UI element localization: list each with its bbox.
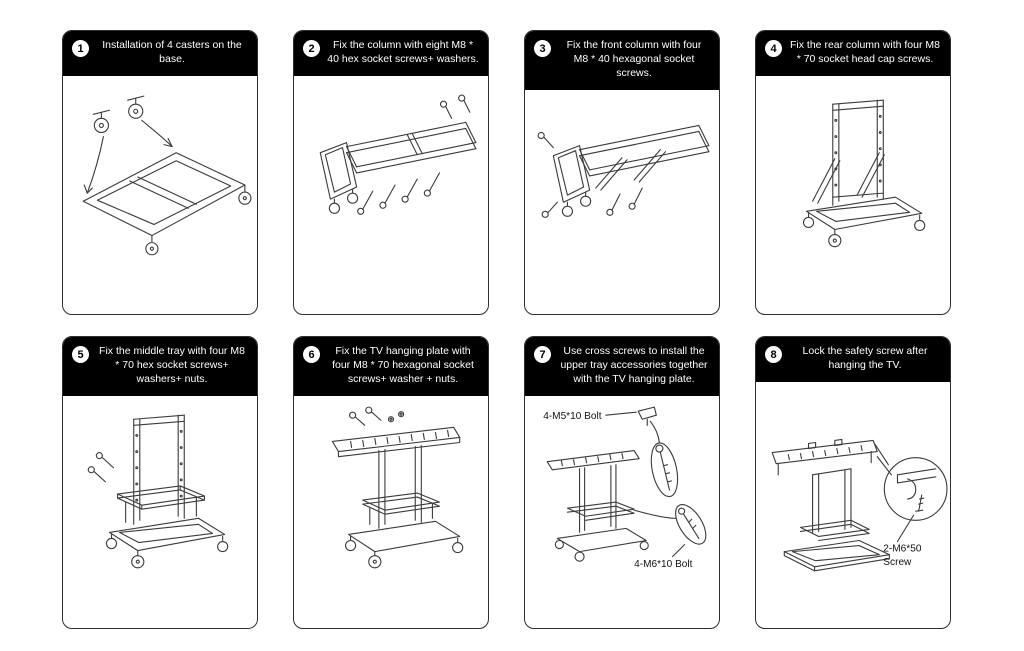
step-number-badge-7: 7 <box>534 346 551 363</box>
step-number-badge-2: 2 <box>303 40 320 57</box>
step-instruction-6: Fix the TV hanging plate with four M8 * … <box>332 345 474 385</box>
step-illustration-1 <box>63 76 257 314</box>
bracket-part <box>605 406 657 426</box>
rear-column-frame <box>832 99 884 206</box>
step-illustration-7: 4-M5*10 Bolt <box>525 396 719 628</box>
annotation-m5-bolt-label: 4-M5*10 Bolt <box>543 411 602 422</box>
step-instruction-3: Fix the front column with four M8 * 40 h… <box>566 39 702 79</box>
detached-caster-1 <box>92 109 111 133</box>
annotation-safety-screw-line2: Screw <box>883 556 912 567</box>
upper-tray-accessories-drawing: 4-M5*10 Bolt <box>543 406 707 569</box>
rear-column-upright-drawing <box>802 99 926 247</box>
safety-screw-drawing: 2-M6*50 Screw <box>771 438 948 572</box>
step-number-badge-3: 3 <box>534 40 551 57</box>
step-instruction-5: Fix the middle tray with four M8 * 70 he… <box>99 345 245 385</box>
step-illustration-2 <box>294 76 488 314</box>
step-instruction-7: Use cross screws to install the upper tr… <box>560 345 708 385</box>
attached-caster-right <box>238 184 252 205</box>
callout-ellipse-bottom <box>633 503 707 545</box>
stand-assembly <box>771 438 890 572</box>
annotation-m6-bolt-label: 4-M6*10 Bolt <box>634 558 693 569</box>
callout-ellipse-top <box>649 420 679 497</box>
step-number-badge-6: 6 <box>303 346 320 363</box>
middle-tray <box>362 492 441 525</box>
step-header-4: 4 Fix the rear column with four M8 * 70 … <box>756 31 950 76</box>
step-number-badge-8: 8 <box>765 346 782 363</box>
stand-assembly <box>546 449 649 562</box>
magnifier-circle <box>874 443 948 521</box>
column-on-base-drawing <box>319 94 477 215</box>
step-panel-4: 4 Fix the rear column with four M8 * 70 … <box>755 30 951 315</box>
step-header-7: 7 Use cross screws to install the upper … <box>525 337 719 396</box>
step-panel-8: 8 Lock the safety screw after hanging th… <box>755 336 951 629</box>
step-header-6: 6 Fix the TV hanging plate with four M8 … <box>294 337 488 396</box>
middle-tray-drawing <box>87 414 229 568</box>
attached-caster-front <box>145 234 159 256</box>
step-header-1: 1 Installation of 4 casters on the base. <box>63 31 257 76</box>
base-frame <box>82 151 246 236</box>
base-plate <box>319 141 359 214</box>
base-plate <box>552 144 592 217</box>
step-instruction-2: Fix the column with eight M8 * 40 hex so… <box>327 39 479 65</box>
annotation-safety-screw-line1: 2-M6*50 <box>883 543 922 554</box>
middle-tray <box>117 484 206 523</box>
step-number-badge-4: 4 <box>765 40 782 57</box>
base-with-casters-drawing <box>82 95 252 256</box>
install-arrows <box>83 119 173 194</box>
step-instruction-1: Installation of 4 casters on the base. <box>102 39 242 65</box>
step-illustration-4 <box>756 76 950 314</box>
step-panel-2: 2 Fix the column with eight M8 * 40 hex … <box>293 30 489 315</box>
casters <box>105 533 229 568</box>
support-braces <box>595 148 667 191</box>
hanging-plate <box>331 426 461 457</box>
step-instruction-4: Fix the rear column with four M8 * 70 so… <box>790 39 940 65</box>
tv-hanging-plate-drawing <box>331 406 464 568</box>
step-header-5: 5 Fix the middle tray with four M8 * 70 … <box>63 337 257 396</box>
step-number-badge-5: 5 <box>72 346 89 363</box>
step-panel-5: 5 Fix the middle tray with four M8 * 70 … <box>62 336 258 629</box>
detached-caster-2 <box>127 95 145 119</box>
step-illustration-3 <box>525 90 719 314</box>
step-illustration-8: 2-M6*50 Screw <box>756 382 950 628</box>
annotation-leader-line <box>896 514 915 542</box>
base-frame <box>348 520 461 552</box>
casters <box>344 535 464 568</box>
column-frame <box>345 121 477 174</box>
step-header-2: 2 Fix the column with eight M8 * 40 hex … <box>294 31 488 76</box>
step-illustration-6 <box>294 396 488 628</box>
base-frame <box>108 517 226 551</box>
front-column-drawing <box>537 124 710 218</box>
step-header-8: 8 Lock the safety screw after hanging th… <box>756 337 950 382</box>
step-instruction-8: Lock the safety screw after hanging the … <box>802 345 928 371</box>
step-illustration-5 <box>63 396 257 628</box>
hex-screws <box>87 451 115 483</box>
base-frame <box>805 196 923 230</box>
step-header-3: 3 Fix the front column with four M8 * 40… <box>525 31 719 90</box>
hex-screws <box>357 94 471 215</box>
screws-and-washers <box>349 406 405 426</box>
casters <box>802 212 926 247</box>
column-posts <box>378 444 422 529</box>
step-panel-6: 6 Fix the TV hanging plate with four M8 … <box>293 336 489 629</box>
step-number-badge-1: 1 <box>72 40 89 57</box>
support-braces <box>812 151 885 204</box>
hex-screws <box>537 131 643 218</box>
column-frame <box>133 414 185 525</box>
step-panel-7: 7 Use cross screws to install the upper … <box>524 336 720 629</box>
step-panel-1: 1 Installation of 4 casters on the base. <box>62 30 258 315</box>
step-panel-3: 3 Fix the front column with four M8 * 40… <box>524 30 720 315</box>
annotation-leader-line <box>671 543 686 557</box>
